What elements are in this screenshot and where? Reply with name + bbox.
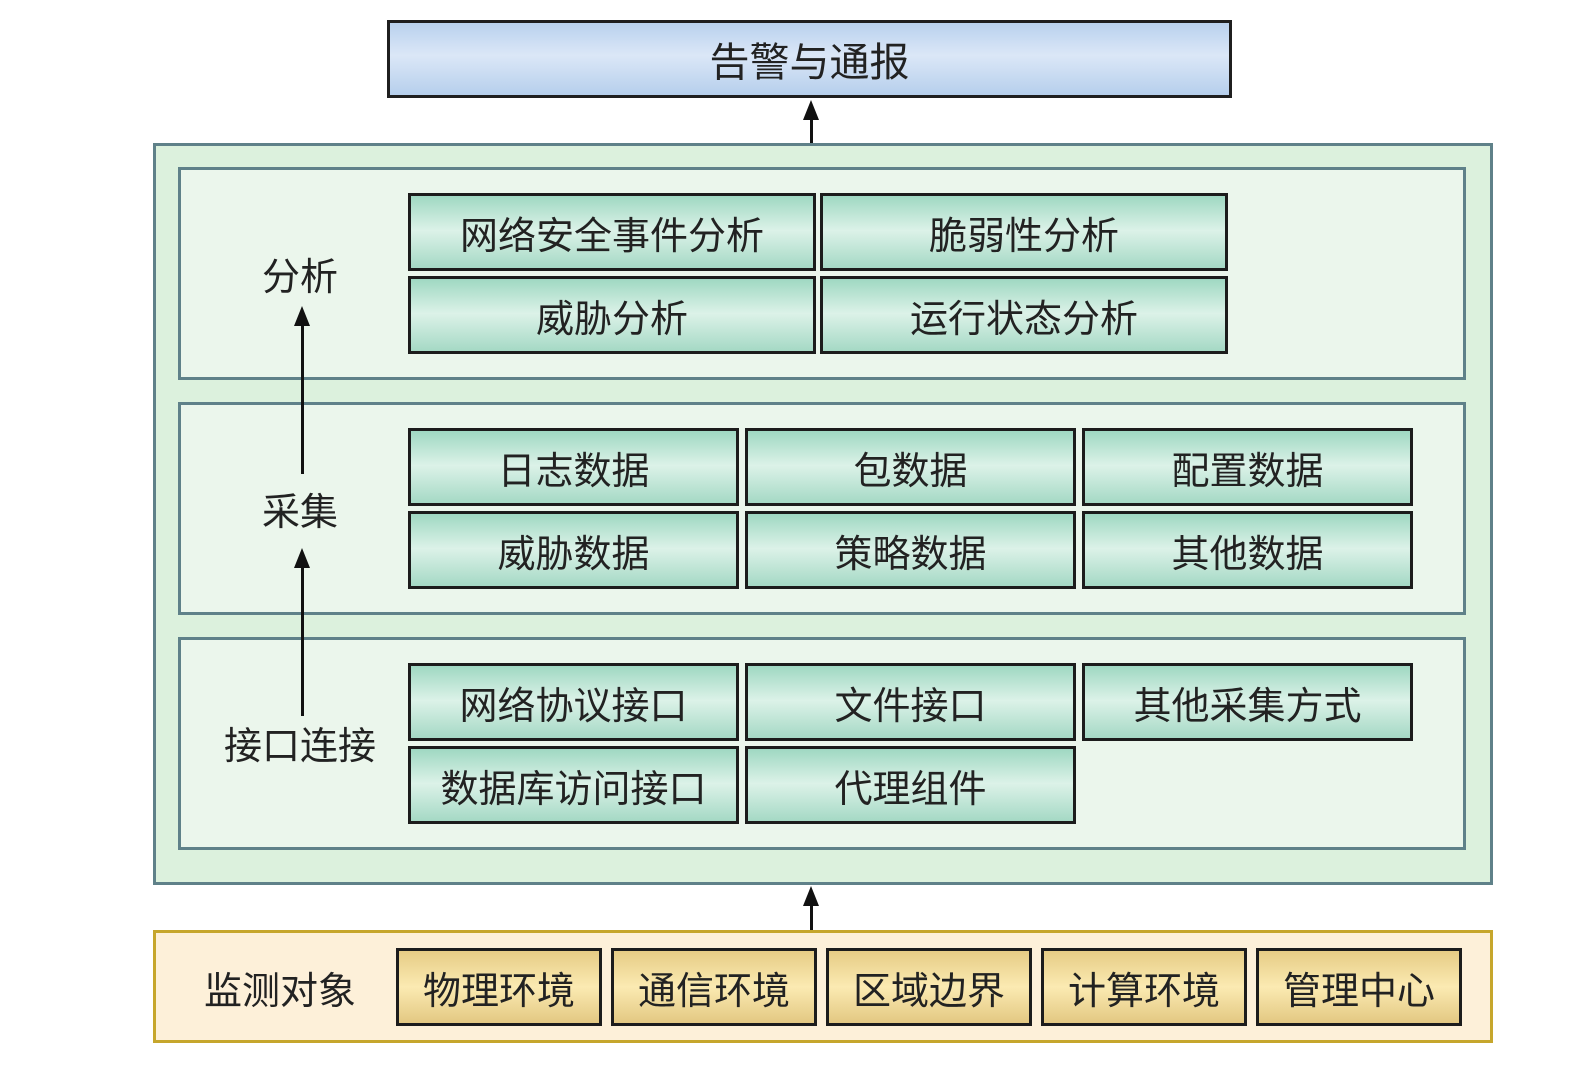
layer-analysis-label: 分析 (261, 254, 338, 299)
alert-notification-label: 告警与通报 (709, 40, 910, 86)
interface-item: 网络协议接口 (408, 663, 739, 741)
arrow-head-icon (294, 548, 310, 568)
layer-interface-label: 接口连接 (223, 723, 376, 768)
monitor-item: 物理环境 (396, 948, 602, 1026)
arrow-shaft (809, 118, 813, 144)
arrow-shaft (300, 566, 304, 716)
monitor-item: 通信环境 (611, 948, 817, 1026)
arrow-platform-to-alert (803, 100, 819, 144)
arrow-head-icon (803, 886, 819, 906)
interface-item: 代理组件 (745, 746, 1076, 824)
arrow-shaft (809, 904, 813, 932)
alert-notification-box: 告警与通报 (387, 20, 1232, 98)
layer-collection-label: 采集 (261, 489, 338, 534)
collection-item: 其他数据 (1082, 511, 1413, 589)
monitoring-targets-label: 监测对象 (203, 968, 356, 1013)
collection-item: 策略数据 (745, 511, 1076, 589)
arrow-head-icon (803, 100, 819, 120)
analysis-item: 威胁分析 (408, 276, 816, 354)
analysis-item: 脆弱性分析 (820, 193, 1228, 271)
arrow-interface-to-collection (294, 548, 310, 716)
arrow-head-icon (294, 306, 310, 326)
arrow-collection-to-analysis (294, 306, 310, 474)
interface-item: 文件接口 (745, 663, 1076, 741)
interface-item: 数据库访问接口 (408, 746, 739, 824)
arrow-shaft (300, 324, 304, 474)
collection-item: 配置数据 (1082, 428, 1413, 506)
analysis-item: 运行状态分析 (820, 276, 1228, 354)
collection-item: 威胁数据 (408, 511, 739, 589)
monitor-item: 计算环境 (1041, 948, 1247, 1026)
monitor-item: 区域边界 (826, 948, 1032, 1026)
collection-item: 日志数据 (408, 428, 739, 506)
arrow-monitor-to-platform (803, 886, 819, 932)
interface-item: 其他采集方式 (1082, 663, 1413, 741)
collection-item: 包数据 (745, 428, 1076, 506)
monitor-item: 管理中心 (1256, 948, 1462, 1026)
analysis-item: 网络安全事件分析 (408, 193, 816, 271)
